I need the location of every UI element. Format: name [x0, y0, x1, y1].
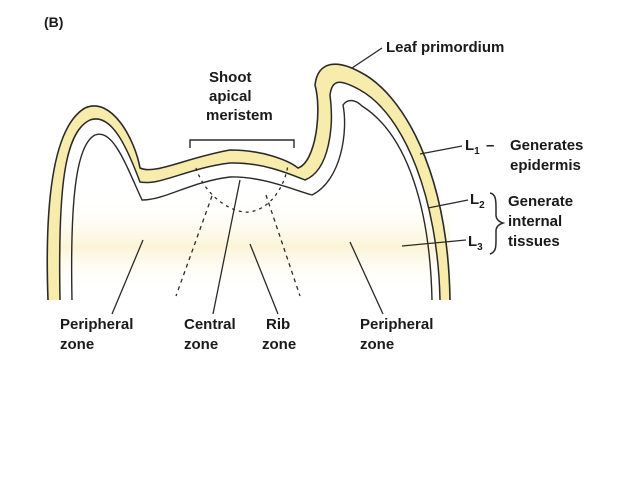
l1-label: L1 [465, 137, 480, 157]
l1-desc-line1: Generates [510, 137, 583, 154]
panel-label: (B) [44, 14, 63, 30]
meristem-label-line3: meristem [206, 107, 273, 124]
l3-label: L3 [468, 233, 483, 253]
rib-zone-line1: Rib [266, 316, 290, 333]
peripheral-right-pointer [349, 241, 384, 315]
leaf-primordium-label: Leaf primordium [386, 39, 504, 56]
central-zone-line2: zone [184, 336, 218, 353]
l23-desc-line1: Generate [508, 193, 573, 210]
peripheral-zone-left-line2: zone [60, 336, 94, 353]
meristem-bracket [189, 139, 295, 148]
central-zone-line1: Central [184, 316, 236, 333]
meristem-label-line2: apical [209, 88, 252, 105]
l3-pointer [401, 239, 467, 247]
left-dashed-line [175, 195, 213, 297]
central-zone-boundary [195, 164, 289, 213]
peripheral-zone-right-line1: Peripheral [360, 316, 433, 333]
l1-dash: – [486, 137, 494, 154]
peripheral-zone-right-line2: zone [360, 336, 394, 353]
rib-zone-pointer [249, 243, 279, 315]
outer-surface-line [46, 63, 451, 301]
right-dashed-line [265, 194, 301, 297]
meristem-label-line1: Shoot [209, 69, 252, 86]
l2-l3-boundary-line [70, 99, 433, 301]
l1-l2-boundary-line [58, 81, 441, 301]
l1-pointer [419, 145, 463, 155]
l23-desc-line3: tissues [508, 233, 560, 250]
l23-desc-line2: internal [508, 213, 562, 230]
rib-zone-line2: zone [262, 336, 296, 353]
l2-pointer [427, 199, 469, 209]
l2-label: L2 [470, 191, 485, 211]
peripheral-left-pointer [111, 239, 144, 315]
l1-desc-line2: epidermis [510, 157, 581, 174]
l2-l3-brace [489, 192, 506, 255]
peripheral-zone-left-line1: Peripheral [60, 316, 133, 333]
tissue-glow [60, 195, 450, 290]
leaf-primordium-pointer [351, 47, 383, 69]
central-zone-pointer [212, 179, 241, 315]
